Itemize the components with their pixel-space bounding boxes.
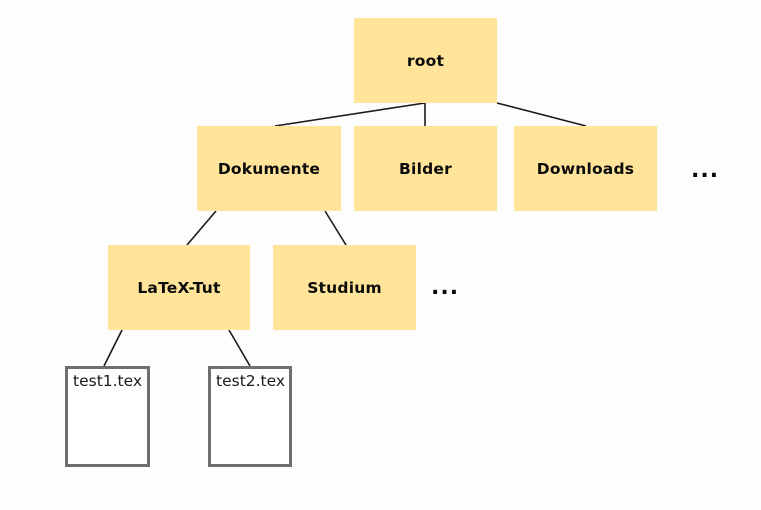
tree-edge-dokumente-to-latextut [186, 210, 217, 246]
node-label: LaTeX-Tut [137, 278, 221, 297]
node-label: Studium [307, 278, 382, 297]
tree-edge-dokumente-to-studium [324, 210, 347, 246]
node-label: Downloads [536, 159, 635, 178]
file-node-test2[interactable]: test2.tex [208, 366, 292, 467]
file-node-test1[interactable]: test1.tex [65, 366, 150, 467]
ellipsis-row2: ... [691, 158, 720, 183]
folder-node-studium[interactable]: Studium [273, 245, 416, 330]
folder-node-dokumente[interactable]: Dokumente [197, 126, 341, 211]
node-label: Dokumente [217, 159, 321, 178]
folder-node-bilder[interactable]: Bilder [354, 126, 497, 211]
node-label: root [406, 51, 445, 70]
tree-edge-latextut-to-test2 [228, 329, 251, 367]
folder-node-latextut[interactable]: LaTeX-Tut [108, 245, 250, 330]
node-label: Bilder [399, 159, 452, 178]
tree-edge-latextut-to-test1 [103, 329, 123, 367]
folder-node-downloads[interactable]: Downloads [514, 126, 657, 211]
tree-edge-root-to-dokumente [274, 102, 426, 127]
node-label: test1.tex [73, 372, 143, 390]
folder-node-root[interactable]: root [354, 18, 497, 103]
ellipsis-row3: ... [431, 275, 460, 300]
node-label: test2.tex [216, 372, 286, 390]
tree-edge-root-to-downloads [496, 102, 587, 127]
